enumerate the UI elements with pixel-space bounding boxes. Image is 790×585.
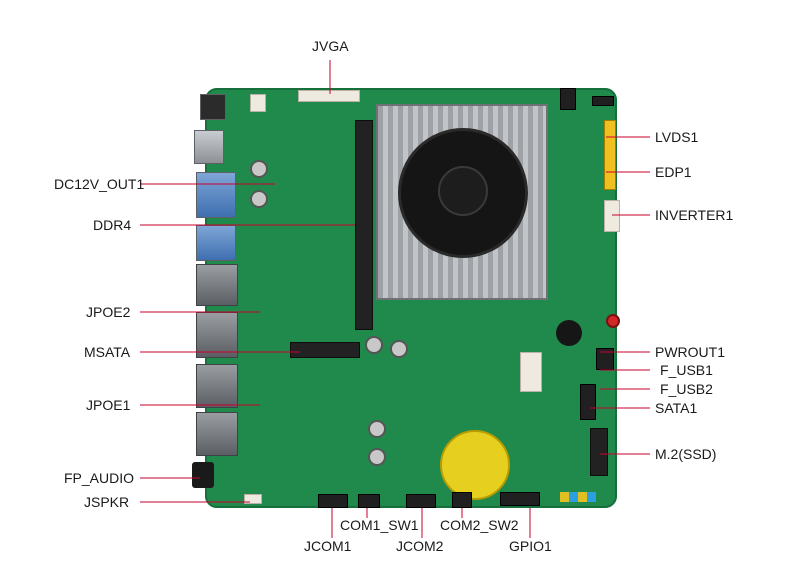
label-ddr4: DDR4 <box>93 217 132 233</box>
capacitor-3 <box>365 336 383 354</box>
label-edp1: EDP1 <box>655 164 692 180</box>
label-com2-sw2: COM2_SW2 <box>440 517 519 533</box>
color-jumpers <box>560 492 596 502</box>
label-f-usb1: F_USB1 <box>660 362 713 378</box>
jvga-header <box>298 90 360 102</box>
label-jcom2: JCOM2 <box>396 538 444 554</box>
audio-jack <box>192 462 214 488</box>
capacitor-6 <box>368 448 386 466</box>
label-gpio1: GPIO1 <box>509 538 552 554</box>
usb-port-bottom <box>196 225 236 261</box>
label-jcom1: JCOM1 <box>304 538 352 554</box>
buzzer <box>556 320 582 346</box>
rj45-port-1 <box>196 264 238 306</box>
ddr4-slot <box>355 120 373 330</box>
capacitor-5 <box>368 420 386 438</box>
label-msata: MSATA <box>84 344 131 360</box>
label-jspkr: JSPKR <box>84 494 130 510</box>
hdmi-port <box>194 130 224 164</box>
top-jumper-block <box>560 88 576 110</box>
rj45-port-3 <box>196 364 238 408</box>
label-lvds1: LVDS1 <box>655 129 699 145</box>
label-jpoe2: JPOE2 <box>86 304 131 320</box>
fan-connector <box>520 352 542 392</box>
cpu-fan-hub <box>438 166 488 216</box>
label-dc12v-out1: DC12V_OUT1 <box>54 176 145 192</box>
jcom1-header <box>318 494 348 508</box>
capacitor-2 <box>250 190 268 208</box>
rj45-port-4 <box>196 412 238 456</box>
label-m2-ssd: M.2(SSD) <box>655 446 717 462</box>
label-fp-audio: FP_AUDIO <box>64 470 135 486</box>
m2-slot <box>590 428 608 476</box>
gpio1-header <box>500 492 540 506</box>
label-f-usb2: F_USB2 <box>660 381 713 397</box>
usb-port-top <box>196 172 236 218</box>
label-jvga: JVGA <box>312 38 349 54</box>
top-small-header <box>250 94 266 112</box>
cmos-battery <box>440 430 510 500</box>
capacitor-4 <box>390 340 408 358</box>
sata1-connector <box>580 384 596 420</box>
com1-sw1-header <box>358 494 380 508</box>
label-inverter1: INVERTER1 <box>655 207 734 223</box>
inverter1-header <box>604 200 620 232</box>
label-com1-sw1: COM1_SW1 <box>340 517 419 533</box>
label-jpoe1: JPOE1 <box>86 397 131 413</box>
rj45-port-2 <box>196 312 238 358</box>
label-pwrout1: PWROUT1 <box>655 344 725 360</box>
com2-sw2-header <box>452 492 472 508</box>
label-sata1: SATA1 <box>655 400 698 416</box>
msata-slot <box>290 342 360 358</box>
jspkr-header <box>244 494 262 504</box>
capacitor-red <box>606 314 620 328</box>
jcom2-header <box>406 494 436 508</box>
capacitor-1 <box>250 160 268 178</box>
dc-jack-port <box>200 94 226 120</box>
top-right-header <box>592 96 614 106</box>
